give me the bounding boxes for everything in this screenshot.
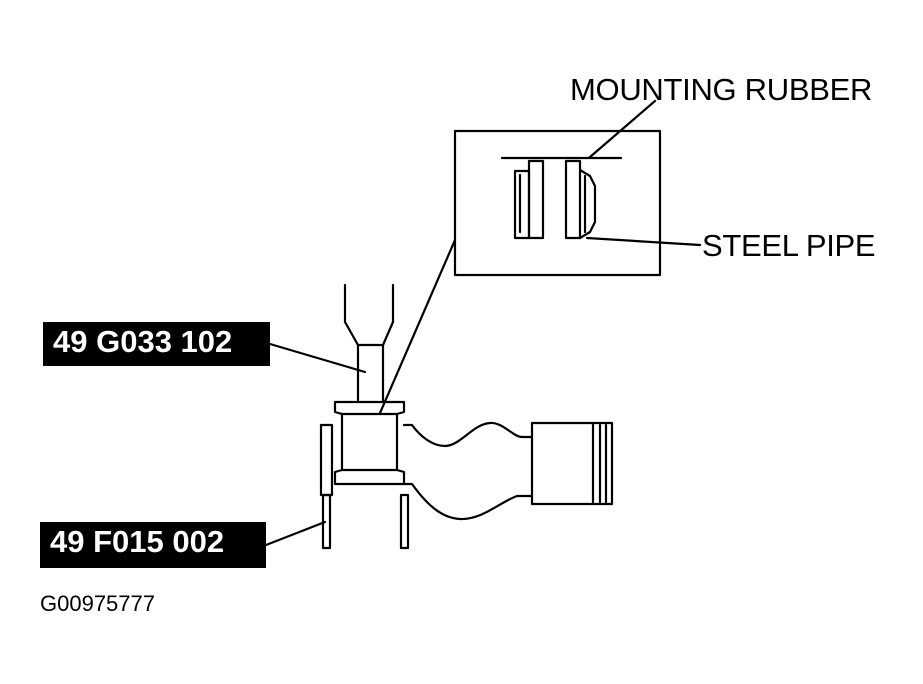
detail-inset [453, 129, 662, 277]
support-leader [264, 520, 327, 547]
support-tool-badge: 49 F015 002 [40, 522, 266, 568]
detail-link-line [378, 238, 457, 415]
detail-rubber-right [578, 168, 597, 240]
steel-pipe-label: STEEL PIPE [702, 228, 876, 263]
arm-lower-contour [402, 482, 534, 521]
figure-id: G00975777 [40, 591, 155, 616]
installer-tool [343, 283, 395, 402]
detail-pipe-right [564, 159, 582, 240]
detail-pipe-left [527, 159, 545, 240]
support-leg-right [399, 493, 410, 550]
installer-tool-badge: 49 G033 102 [43, 322, 270, 366]
installer-taper-left [343, 320, 360, 402]
support-leg-left [321, 493, 332, 550]
mounting-rubber-leader [588, 99, 657, 159]
detail-rubber-left [513, 169, 531, 240]
support-tool [319, 423, 410, 550]
installer-leader [268, 342, 367, 374]
control-arm [333, 400, 614, 521]
detail-inset-frame [453, 129, 662, 277]
support-plate [319, 423, 334, 497]
steel-pipe-leader [585, 236, 702, 247]
mounting-rubber-label: MOUNTING RUBBER [570, 72, 873, 107]
ball-joint-end [530, 421, 614, 506]
arm-upper-contour [402, 421, 534, 448]
